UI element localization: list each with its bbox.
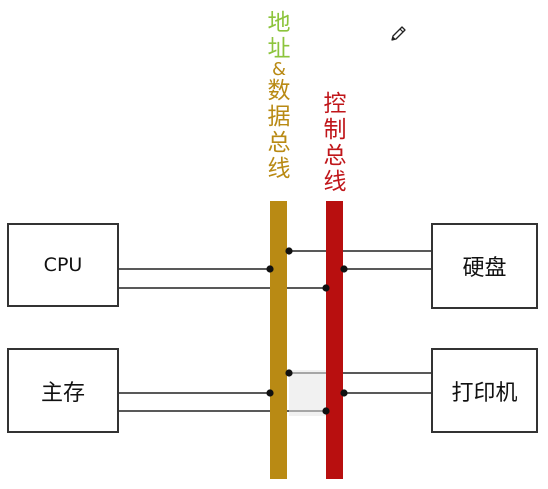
bus-label-char: 线 xyxy=(267,156,291,182)
bus-label-char: 总 xyxy=(267,130,291,156)
bus-label-char: 总 xyxy=(323,143,347,169)
bus-label-char: 线 xyxy=(323,169,347,195)
junction-dot xyxy=(266,265,274,273)
junction-dot xyxy=(322,407,330,415)
bus-label-char: 数 xyxy=(267,78,291,104)
junction-dot xyxy=(322,284,330,292)
main-memory-box: 主存 xyxy=(7,348,119,433)
printer-label: 打印机 xyxy=(451,380,518,406)
control-bus-label: 控 制 总 线 xyxy=(320,91,350,195)
cpu-label: CPU xyxy=(43,254,83,276)
junction-dot xyxy=(340,265,348,273)
cpu-box: CPU xyxy=(7,223,119,307)
control-bus xyxy=(326,201,343,479)
bus-label-char: 制 xyxy=(323,117,347,143)
junction-dot xyxy=(266,389,274,397)
address-data-bus-label: 地 址 & 数 据 总 线 xyxy=(264,10,294,182)
hard-disk-box: 硬盘 xyxy=(431,223,538,309)
bus-label-ampersand: & xyxy=(271,59,287,80)
bus-label-char: 据 xyxy=(267,104,291,130)
junction-dot xyxy=(340,389,348,397)
bus-label-char: 控 xyxy=(323,91,347,117)
junction-dot xyxy=(285,369,293,377)
bus-label-char: 地 xyxy=(267,10,291,36)
junction-dot xyxy=(285,247,293,255)
highlight-area xyxy=(289,370,327,416)
main-memory-label: 主存 xyxy=(40,380,85,406)
bus-label-char: 址 xyxy=(267,36,291,62)
address-data-bus xyxy=(270,201,287,479)
hard-disk-label: 硬盘 xyxy=(462,256,507,281)
pencil-icon xyxy=(391,26,406,41)
junction-dots xyxy=(266,247,348,415)
printer-box: 打印机 xyxy=(431,348,538,433)
